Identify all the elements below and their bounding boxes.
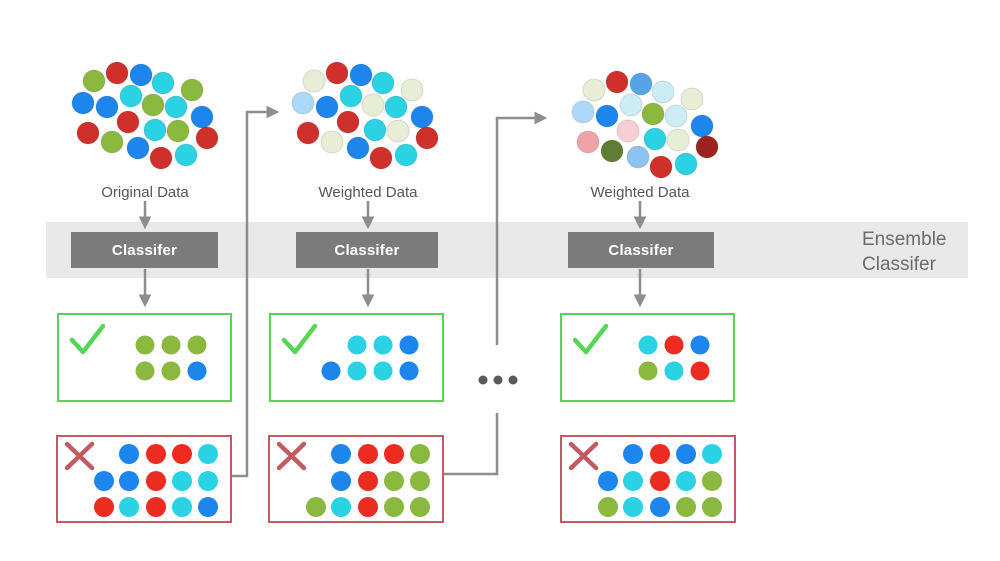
- data-point-blob-column-1: [129, 63, 153, 87]
- data-point-blob-column-2: [296, 121, 320, 145]
- ellipsis-dots: [478, 375, 488, 385]
- data-point-blob-column-3: [605, 70, 629, 94]
- connector-box2-up-lower: [444, 413, 499, 476]
- data-point-blob-column-2: [339, 84, 363, 108]
- data-point-blob-column-2: [361, 93, 385, 117]
- correct-predictions-box-column-1: [57, 313, 232, 402]
- data-point-blob-column-3: [619, 93, 643, 117]
- classifier-label: Classifer: [608, 241, 674, 259]
- data-point-blob-column-3: [651, 80, 675, 104]
- data-point-blob-column-2: [320, 130, 344, 154]
- data-point-blob-column-3: [664, 104, 688, 128]
- data-point-blob-column-3: [595, 104, 619, 128]
- data-point-blob-column-3: [643, 127, 667, 151]
- classifier-label: Classifer: [111, 241, 178, 259]
- data-point-blob-column-3: [695, 135, 719, 159]
- data-label-column-3: Weighted Data: [590, 184, 690, 201]
- data-point-blob-column-2: [325, 61, 349, 85]
- data-point-blob-column-1: [119, 84, 143, 108]
- data-point-blob-column-1: [151, 71, 175, 95]
- data-point-blob-column-2: [315, 95, 339, 119]
- data-point-blob-column-1: [76, 121, 100, 145]
- data-point-blob-column-2: [410, 105, 434, 129]
- data-point-blob-column-2: [346, 136, 370, 160]
- data-point-blob-column-3: [641, 102, 665, 126]
- data-point-blob-column-2: [384, 95, 408, 119]
- incorrect-predictions-box-column-1: [56, 435, 232, 523]
- data-point-blob-column-3: [626, 145, 650, 169]
- data-point-blob-column-2: [386, 119, 410, 143]
- classifier-box-column-2: Classifer: [296, 232, 438, 268]
- data-point-blob-column-1: [126, 136, 150, 160]
- correct-predictions-box-column-3: [560, 313, 735, 402]
- data-point-blob-column-2: [369, 146, 393, 170]
- data-label-column-1: Original Data: [101, 184, 189, 201]
- correct-predictions-box-column-2: [269, 313, 444, 402]
- data-point-blob-column-2: [400, 78, 424, 102]
- data-label-column-2: Weighted Data: [318, 184, 418, 201]
- data-point-blob-column-1: [141, 93, 165, 117]
- data-point-blob-column-3: [666, 128, 690, 152]
- data-point-blob-column-2: [336, 110, 360, 134]
- ensemble-label-line1: Ensemble: [862, 229, 947, 250]
- incorrect-predictions-box-column-3: [560, 435, 736, 523]
- data-point-blob-column-1: [166, 119, 190, 143]
- data-point-blob-column-1: [95, 95, 119, 119]
- data-point-blob-column-1: [143, 118, 167, 142]
- data-point-blob-column-1: [82, 69, 106, 93]
- data-point-blob-column-3: [680, 87, 704, 111]
- classifier-box-column-1: Classifer: [71, 232, 218, 268]
- data-point-blob-column-1: [71, 91, 95, 115]
- data-point-blob-column-1: [116, 110, 140, 134]
- data-point-blob-column-1: [190, 105, 214, 129]
- data-point-blob-column-3: [576, 130, 600, 154]
- data-point-blob-column-1: [180, 78, 204, 102]
- data-point-blob-column-3: [582, 78, 606, 102]
- data-point-blob-column-3: [649, 155, 673, 179]
- data-point-blob-column-2: [363, 118, 387, 142]
- data-point-blob-column-2: [349, 63, 373, 87]
- data-point-blob-column-3: [571, 100, 595, 124]
- data-point-blob-column-2: [291, 91, 315, 115]
- ensemble-classifier-label: Ensemble Classifer: [862, 227, 947, 277]
- incorrect-predictions-box-column-2: [268, 435, 444, 523]
- data-point-blob-column-2: [415, 126, 439, 150]
- data-point-blob-column-3: [600, 139, 624, 163]
- ensemble-label-line2: Classifer: [862, 254, 936, 275]
- data-point-blob-column-1: [164, 95, 188, 119]
- classifier-label: Classifer: [334, 241, 400, 259]
- data-point-blob-column-1: [105, 61, 129, 85]
- data-point-blob-column-1: [100, 130, 124, 154]
- ellipsis-dots: [508, 375, 518, 385]
- classifier-box-column-3: Classifer: [568, 232, 714, 268]
- data-point-blob-column-1: [149, 146, 173, 170]
- data-point-blob-column-3: [690, 114, 714, 138]
- data-point-blob-column-3: [629, 72, 653, 96]
- data-point-blob-column-1: [195, 126, 219, 150]
- data-point-blob-column-2: [371, 71, 395, 95]
- ellipsis-dots: [493, 375, 503, 385]
- data-point-blob-column-2: [302, 69, 326, 93]
- data-point-blob-column-1: [174, 143, 198, 167]
- connector-box1-to-blob2: [232, 105, 280, 478]
- data-point-blob-column-3: [674, 152, 698, 176]
- data-point-blob-column-2: [394, 143, 418, 167]
- data-point-blob-column-3: [616, 119, 640, 143]
